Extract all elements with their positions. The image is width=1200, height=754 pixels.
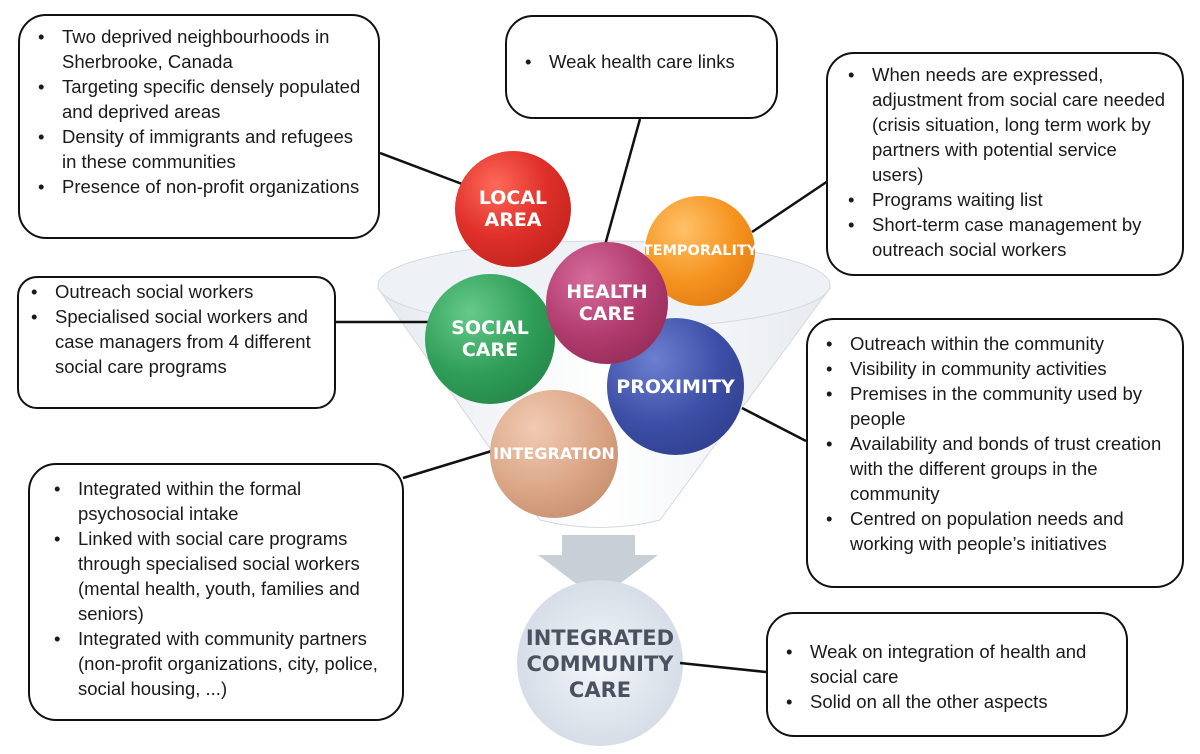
list-item: Outreach social workers <box>23 279 324 304</box>
list-item: Density of immigrants and refugees in th… <box>30 124 364 174</box>
list-item: Integrated with community partners (non-… <box>46 626 388 701</box>
sphere-local-area: LOCAL AREA <box>455 151 571 267</box>
list-item: Presence of non-profit organizations <box>30 174 364 199</box>
list-item: Weak health care links <box>517 49 762 74</box>
list-item: Programs waiting list <box>840 187 1168 212</box>
list-item: Solid on all the other aspects <box>778 689 1112 714</box>
outcome-circle <box>517 580 683 746</box>
box-local-area: Two deprived neighbourhoods in Sherbrook… <box>18 14 380 239</box>
connector-local-area <box>379 151 471 189</box>
connector-health-care <box>603 118 642 246</box>
down-arrow <box>538 535 658 600</box>
box-outcome: Weak on integration of health and social… <box>766 612 1128 737</box>
box-social-care: Outreach social workers Specialised soci… <box>17 276 336 409</box>
connector-lines <box>336 118 829 674</box>
list-item: Visibility in community activities <box>818 356 1168 381</box>
list-item: Specialised social workers and case mana… <box>23 304 324 379</box>
list-item: When needs are expressed, adjustment fro… <box>840 62 1168 187</box>
box-temporality: When needs are expressed, adjustment fro… <box>826 52 1184 276</box>
sphere-social-care: SOCIAL CARE <box>425 274 555 404</box>
list-item: Two deprived neighbourhoods in Sherbrook… <box>30 24 364 74</box>
sphere-health-care: HEALTH CARE <box>546 242 668 364</box>
connector-proximity <box>741 406 807 443</box>
list-item: Availability and bonds of trust creation… <box>818 431 1168 506</box>
list-item: Weak on integration of health and social… <box>778 639 1112 689</box>
list-item: Linked with social care programs through… <box>46 526 388 626</box>
list-item: Outreach within the community <box>818 331 1168 356</box>
list-item: Centred on population needs and working … <box>818 506 1168 556</box>
box-integration: Integrated within the formal psychosocia… <box>28 463 404 721</box>
connector-integration <box>402 448 496 480</box>
list-item: Targeting specific densely populated and… <box>30 74 364 124</box>
list-item: Integrated within the formal psychosocia… <box>46 476 388 526</box>
list-item: Premises in the community used by people <box>818 381 1168 431</box>
list-item: Short-term case management by outreach s… <box>840 212 1168 262</box>
box-health-care: Weak health care links <box>505 15 778 119</box>
outcome-label: INTEGRATED COMMUNITY CARE <box>525 626 675 702</box>
sphere-integration: INTEGRATION <box>490 390 618 518</box>
connector-outcome <box>679 661 767 674</box>
connector-temporality <box>751 179 829 234</box>
box-proximity: Outreach within the community Visibility… <box>806 318 1184 588</box>
